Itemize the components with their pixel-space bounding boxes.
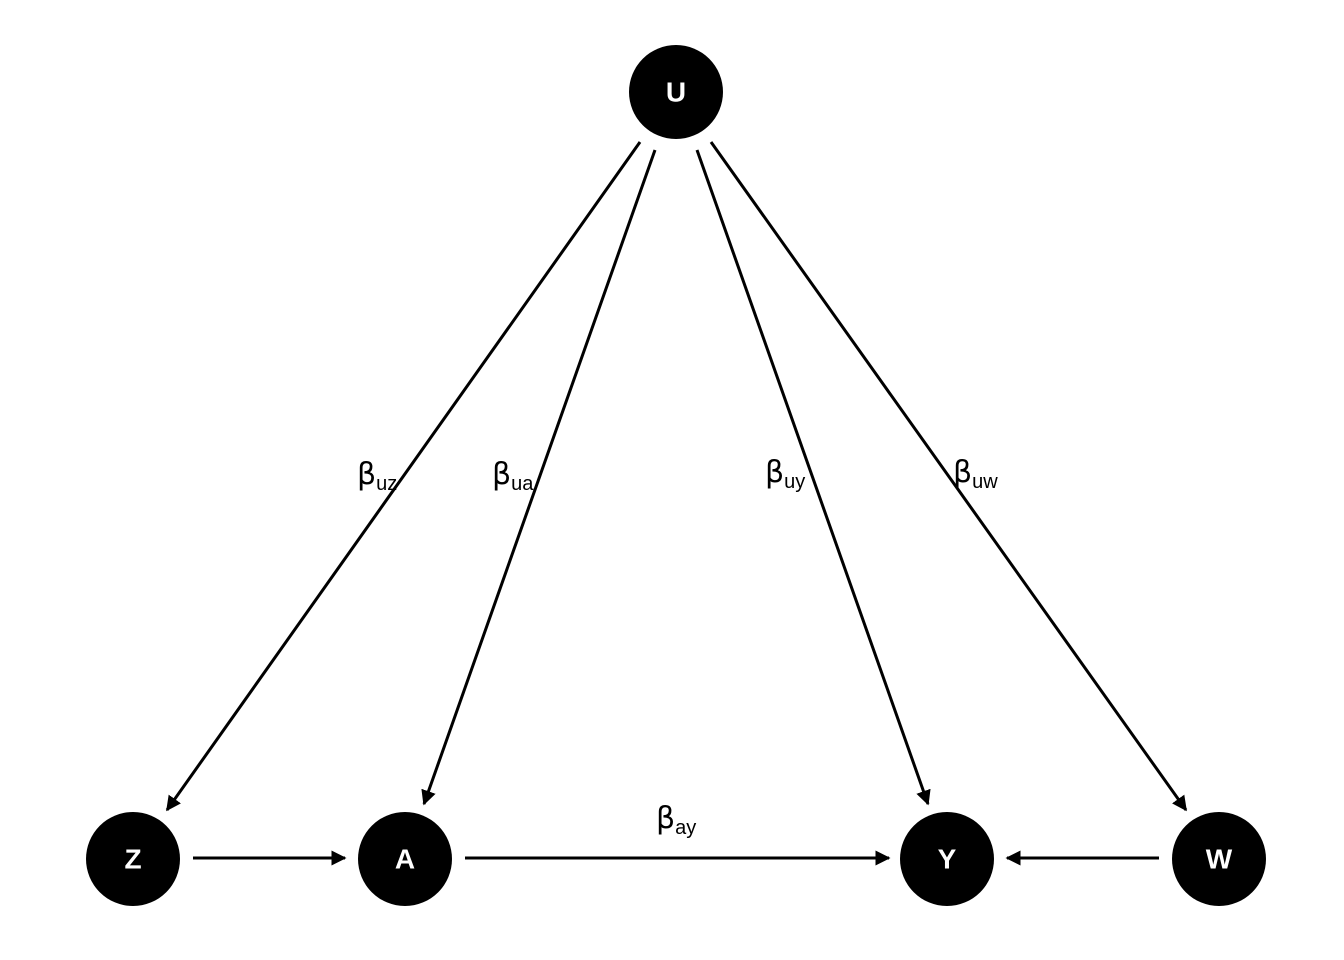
node-z-label: Z [124,844,141,875]
node-w-label: W [1206,844,1233,875]
node-z: Z [86,812,180,906]
edge-label-uz-subscript: uz [376,473,397,495]
edge-labels: βuz βua βuy βuw βay [357,455,998,839]
node-u: U [629,45,723,139]
edge-u-a [421,149,657,806]
node-y-label: Y [938,844,957,875]
edge-u-y [695,149,931,806]
node-a-label: A [395,844,415,875]
edge-label-ay-subscript: ay [675,817,696,839]
edge-label-ay-symbol: β [656,801,675,836]
edge-label-ua-subscript: ua [511,473,534,495]
node-y: Y [900,812,994,906]
edge-label-uw: βuw [953,455,998,493]
edge-u-w [709,141,1188,812]
node-y-circle [900,812,994,906]
node-u-circle [629,45,723,139]
edge-u-z [165,141,642,812]
edge-label-uy-symbol: β [765,455,784,490]
node-w-circle [1172,812,1266,906]
edge-label-ua-symbol: β [492,457,511,492]
node-u-label: U [666,77,686,108]
node-z-circle [86,812,180,906]
edge-label-uy-subscript: uy [784,471,805,493]
edge-label-ua: βua [492,457,534,495]
edge-label-uy: βuy [765,455,805,493]
node-w: W [1172,812,1266,906]
edge-label-uz-symbol: β [357,457,376,492]
node-a-circle [358,812,452,906]
edge-label-uw-subscript: uw [972,471,998,493]
edge-label-ay: βay [656,801,696,839]
edge-label-uz: βuz [357,457,397,495]
edges [165,141,1188,866]
edge-label-uw-symbol: β [953,455,972,490]
node-a: A [358,812,452,906]
